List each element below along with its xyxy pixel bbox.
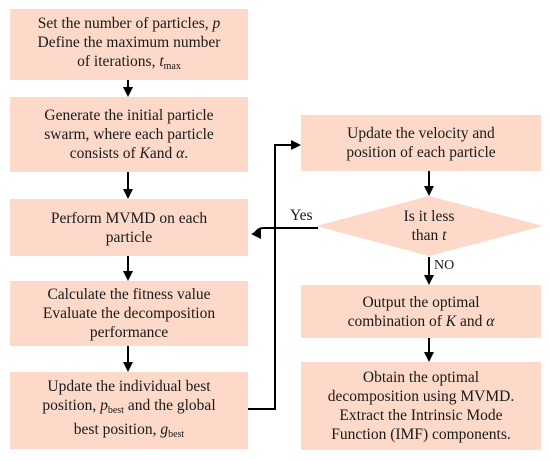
step6-line1: Update the velocity and [347, 125, 495, 142]
step2-line2: swarm, where each particle [44, 126, 214, 143]
step3-line2: particle [105, 228, 153, 246]
var-alpha: α [176, 145, 185, 162]
step5-line3: best position, [73, 421, 161, 438]
sub-best-g: best [168, 429, 185, 440]
step5-line2-end: and the global [123, 397, 216, 414]
step5-line1: Update the individual best [47, 378, 211, 395]
step-perform-mvmd: Perform MVMD on each particle [10, 199, 248, 256]
step4-line2: Evaluate the decomposition [42, 305, 216, 322]
step8-line2: decomposition using MVMD. [327, 388, 515, 405]
sub-max: max [163, 60, 181, 72]
step2-line3-mid: and [149, 145, 177, 162]
var-p-best: p [100, 397, 108, 414]
step7-line2: combination of [347, 312, 446, 330]
decision-text: Is it less than t [369, 207, 489, 245]
step1-line3: of iterations, [77, 52, 160, 70]
step6-line2: position of each particle [346, 144, 496, 161]
label-yes: Yes [290, 207, 313, 224]
step8-line4: Function (IMF) components. [331, 426, 511, 443]
step1-line2: Define the maximum number [37, 33, 221, 51]
var-k: K [139, 145, 150, 162]
step8-line3: Extract the Intrinsic Mode [339, 407, 503, 424]
step2-line3: consists of [69, 145, 140, 162]
step-obtain-decomposition: Obtain the optimal decomposition using M… [301, 362, 541, 450]
var-alpha-output: α [486, 312, 495, 330]
step1-line1: Set the number of particles, [37, 14, 213, 32]
step2-line3-end: . [184, 145, 189, 162]
arrow-decision-yes-to-step3 [251, 227, 318, 239]
step-generate-swarm: Generate the initial particle swarm, whe… [10, 97, 248, 172]
arrow-step5-to-step6 [247, 140, 301, 410]
step-set-parameters: Set the number of particles, p Define th… [10, 9, 248, 80]
var-t: t [159, 52, 164, 70]
step-output-optimal: Output the optimal combination of K and … [301, 285, 541, 338]
label-no: NO [434, 258, 455, 273]
step5-line2: position, [42, 397, 101, 414]
var-p: p [212, 14, 221, 32]
step-update-velocity: Update the velocity and position of each… [301, 115, 541, 171]
decision-line2: than [411, 227, 443, 244]
step2-line1: Generate the initial particle [44, 107, 214, 124]
var-k-output: K [445, 312, 457, 330]
step8-line1: Obtain the optimal [362, 369, 480, 386]
step7-line2-mid: and [456, 312, 487, 330]
step-calculate-fitness: Calculate the fitness value Evaluate the… [10, 281, 248, 346]
decision-line1: Is it less [403, 208, 455, 225]
var-t-decision: t [442, 227, 447, 244]
step-update-best: Update the individual best position, pbe… [10, 372, 248, 449]
step4-line3: performance [89, 324, 169, 341]
sub-best-p: best [107, 405, 124, 416]
decision-diamond [316, 196, 543, 256]
step4-line1: Calculate the fitness value [47, 286, 211, 303]
var-g-best: g [160, 421, 169, 438]
step7-line1: Output the optimal [362, 293, 480, 311]
step3-line1: Perform MVMD on each [50, 209, 208, 227]
